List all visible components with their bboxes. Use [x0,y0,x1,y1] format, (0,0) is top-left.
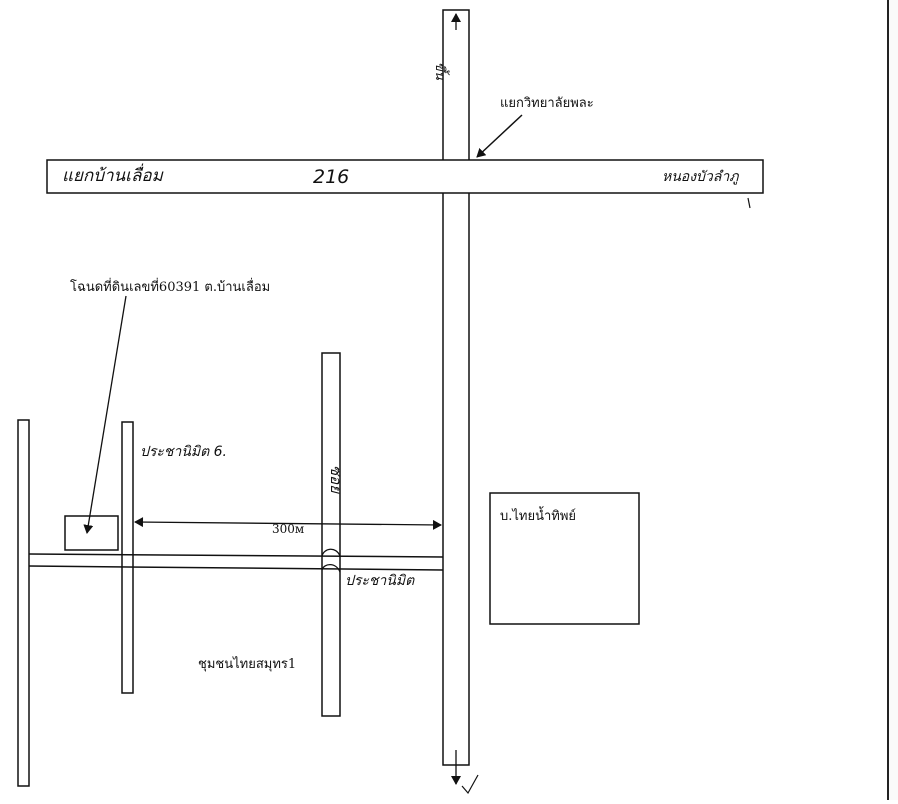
middle-road [321,352,341,717]
highway-216 [46,159,764,194]
soi-label: ประชานิมิต 6. [140,444,227,460]
page-right-edge [887,0,898,800]
highway-east-end-label: หนองบัวลำภู [662,169,739,185]
community-label: ชุมชนไทยสมุทร1 [198,657,297,672]
highway-number-label: 216 [313,166,350,188]
intersection-callout-label: แยกวิทยาลัยพละ [500,96,594,111]
land-deed-callout-arrow [83,295,127,534]
highway-west-end-label: แยกบ้านเลื่อม [62,166,163,186]
land-deed-callout-label: โฉนดที่ดินเลขที่60391 ต.บ้านเลื่อม [70,280,271,295]
lane-top-edge [28,553,444,558]
east-end-tick [747,197,751,209]
far-left-road [17,419,30,787]
lane-label: ประชานิมิต [345,573,415,589]
crossing-loop-bottom [321,563,341,573]
distance-dimension-arrow [134,517,442,530]
land-plot [64,515,119,551]
business-box [489,492,640,625]
business-label: บ.ไทยน้ำทิพย์ [500,509,577,524]
crossing-loop-top [321,548,341,557]
middle-road-label: ซอย [327,465,345,493]
soi-road [121,421,134,694]
lane-bottom-edge [28,565,444,571]
north-road-label: ขึ้น [432,62,447,80]
intersection-callout-arrow [476,114,523,158]
main-vertical-road [442,9,470,766]
distance-label: 300м [272,522,305,536]
south-check-mark [461,774,479,795]
